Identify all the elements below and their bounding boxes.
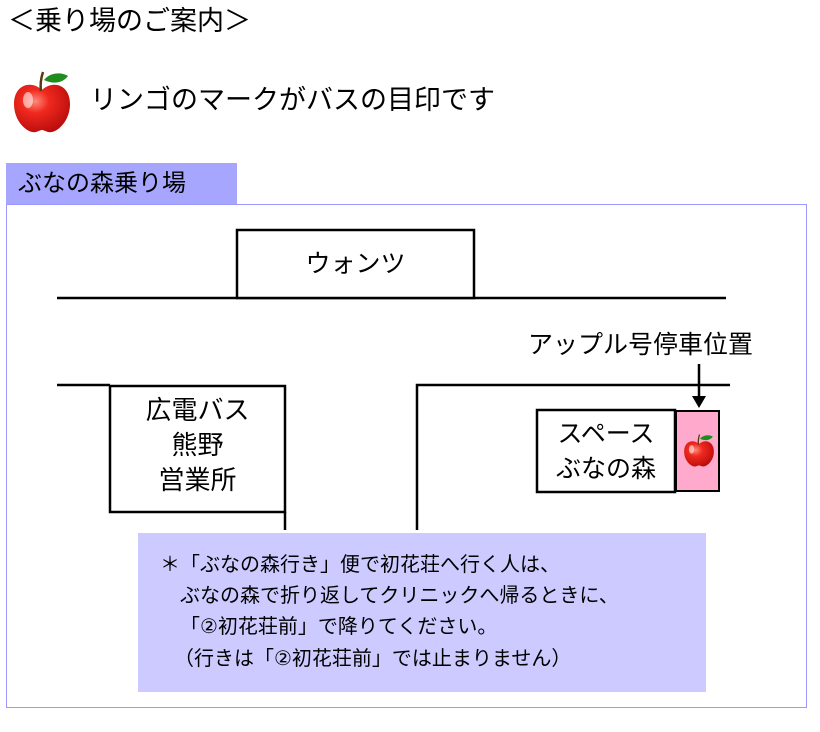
arrow-down-icon: [692, 364, 706, 408]
legend-text: リンゴのマークがバスの目印です: [90, 85, 495, 116]
map-frame: [6, 204, 807, 708]
legend: リンゴのマークがバスの目印です: [10, 70, 610, 140]
stop-name-label: ぶなの森乗り場: [18, 169, 186, 197]
note-line: （行きは「②初花荘前」では止まりません）: [174, 646, 572, 670]
stop-position-caption: アップル号停車位置: [528, 330, 754, 359]
building-depot-line: 熊野: [171, 431, 224, 461]
note-box: ＊「ぶなの森行き」便で初花荘へ行く人は、 ぶなの森で折り返してクリニックへ帰ると…: [138, 533, 706, 692]
stop-name-tab: ぶなの森乗り場: [6, 163, 237, 204]
building-space-bunanomori: スペース ぶなの森: [537, 410, 675, 492]
building-depot: 広電バス 熊野 営業所: [110, 386, 285, 512]
note-line: ＊「ぶなの森行き」便で初花荘へ行く人は、: [160, 552, 560, 576]
apple-icon: [14, 71, 70, 133]
building-space-line: スペース: [557, 419, 655, 448]
building-depot-line: 営業所: [158, 466, 237, 496]
building-depot-outline: [108, 384, 287, 514]
bus-stop-marker: [675, 410, 720, 492]
road-right: [415, 383, 730, 530]
apple-icon: [684, 434, 714, 467]
building-space-line: ぶなの森: [555, 454, 656, 483]
building-wants: ウォンツ: [305, 249, 406, 278]
note-line: 「②初花荘前」で降りてください。: [180, 614, 498, 638]
building-space-outline: [535, 408, 677, 494]
note-line: ぶなの森で折り返してクリニックへ帰るときに、: [180, 583, 619, 607]
building-depot-line: 広電バス: [145, 396, 250, 426]
page-title: ＜乗り場のご案内＞: [8, 6, 251, 37]
building-wants-outline: [235, 228, 476, 300]
